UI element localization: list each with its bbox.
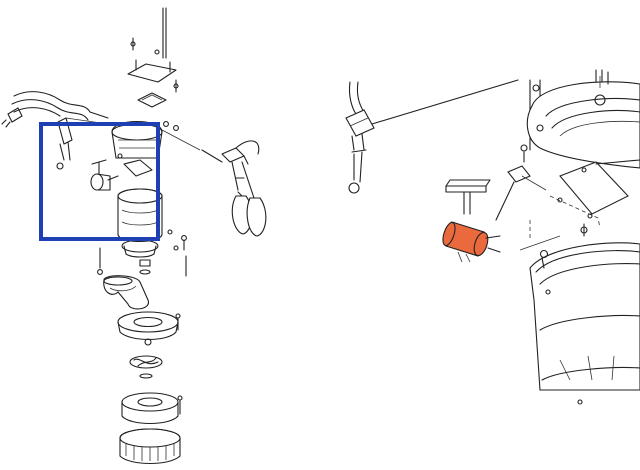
cable-gland-detail [345, 81, 375, 194]
impeller [129, 355, 163, 379]
power-cord [1, 91, 109, 128]
motor-housing-detail [526, 69, 640, 169]
cover-plate [137, 92, 167, 108]
overview-exploded-view [1, 7, 267, 464]
motor-stator-housing [117, 188, 187, 258]
capacitor-assembly-small [90, 153, 153, 191]
strainer-base [119, 428, 181, 464]
capacitor-bracket [445, 179, 491, 215]
zoomed-detail-view [345, 69, 640, 405]
seal-parts [97, 247, 187, 277]
terminal-box-cover [519, 159, 640, 251]
screw-and-clip [495, 144, 547, 221]
discharge-elbow [103, 275, 149, 310]
pump-casing [117, 311, 181, 346]
suction-plate [121, 392, 183, 424]
float-switches [201, 140, 267, 237]
leader-line [371, 79, 519, 125]
capacitor-highlighted [442, 221, 501, 263]
highlight-frame [39, 122, 160, 241]
lifting-handle [127, 7, 179, 93]
stator-housing-detail [529, 242, 640, 405]
